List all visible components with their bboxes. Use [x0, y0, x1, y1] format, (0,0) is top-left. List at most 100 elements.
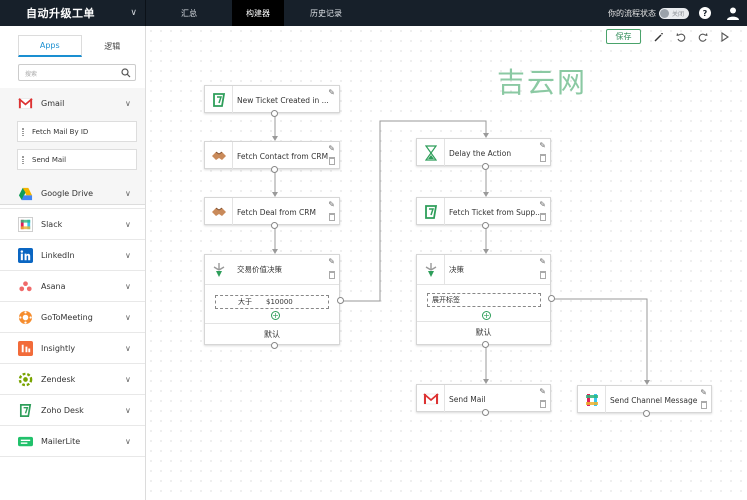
- node-port[interactable]: [271, 166, 278, 173]
- app-name: GoToMeeting: [41, 312, 93, 322]
- edit-icon[interactable]: ✎: [328, 88, 335, 97]
- decision-header: 交易价值决策 ✎: [205, 255, 339, 285]
- delete-icon[interactable]: [540, 213, 546, 221]
- edit-icon[interactable]: ✎: [700, 388, 707, 397]
- flow-node-send-mail[interactable]: Send Mail ✎: [416, 384, 551, 413]
- node-port[interactable]: [548, 295, 555, 302]
- node-port[interactable]: [271, 222, 278, 229]
- condition-row[interactable]: 展开标签: [427, 293, 541, 307]
- edit-icon[interactable]: ✎: [539, 200, 546, 209]
- flow-node-new-ticket[interactable]: New Ticket Created in ... ✎: [204, 85, 340, 114]
- chevron-down-icon: ∨: [125, 405, 131, 415]
- node-label: New Ticket Created in ...: [237, 95, 329, 105]
- tab-builder[interactable]: 构建器: [232, 0, 284, 26]
- magic-wand-icon[interactable]: [649, 29, 669, 44]
- app-row-google-drive[interactable]: Google Drive ∨: [0, 178, 145, 209]
- edit-icon[interactable]: ✎: [328, 144, 335, 153]
- tab-history[interactable]: 历史记录: [310, 8, 342, 18]
- flow-node-send-channel-message[interactable]: Send Channel Message ✎: [577, 385, 712, 414]
- gotomeeting-icon: [18, 310, 33, 325]
- search-input[interactable]: 搜索: [18, 64, 136, 81]
- app-row-zendesk[interactable]: Zendesk ∨: [0, 364, 145, 395]
- delete-icon[interactable]: [329, 213, 335, 221]
- asana-icon: [19, 281, 32, 292]
- app-title-dropdown[interactable]: 自动升级工单 ∨: [0, 0, 146, 26]
- app-name: Zendesk: [41, 374, 76, 384]
- flow-status-toggle[interactable]: 关闭: [659, 8, 689, 19]
- mailerlite-icon: [18, 436, 33, 447]
- condition-value: $10000: [266, 298, 293, 306]
- node-port[interactable]: [482, 222, 489, 229]
- edit-icon[interactable]: ✎: [328, 257, 335, 266]
- node-port[interactable]: [271, 342, 278, 349]
- delete-icon[interactable]: [329, 271, 335, 279]
- delete-icon[interactable]: [540, 271, 546, 279]
- app-row-insightly[interactable]: Insightly ∨: [0, 333, 145, 364]
- decision-header: 决策 ✎: [417, 255, 550, 285]
- flow-node-fetch-ticket[interactable]: Fetch Ticket from Supp... ✎: [416, 197, 551, 226]
- app-row-asana[interactable]: Asana ∨: [0, 271, 145, 302]
- app-name: Zoho Desk: [41, 405, 84, 415]
- play-icon[interactable]: [715, 29, 735, 44]
- tab-apps[interactable]: Apps: [18, 35, 82, 57]
- edit-icon[interactable]: ✎: [539, 141, 546, 150]
- flow-node-fetch-deal[interactable]: Fetch Deal from CRM ✎: [204, 197, 340, 226]
- node-port[interactable]: [482, 163, 489, 170]
- flow-node-fetch-contact[interactable]: Fetch Contact from CRM ✎: [204, 141, 340, 170]
- slack-icon: [578, 386, 606, 414]
- action-fetch-mail-by-id[interactable]: Fetch Mail By ID: [17, 121, 137, 142]
- node-port[interactable]: [482, 341, 489, 348]
- undo-icon[interactable]: [671, 29, 691, 44]
- delete-icon[interactable]: [701, 401, 707, 409]
- chevron-down-icon: ∨: [125, 188, 131, 198]
- edit-icon[interactable]: ✎: [539, 257, 546, 266]
- flow-node-delay[interactable]: Delay the Action ✎: [416, 138, 551, 167]
- flow-node-decision[interactable]: 决策 ✎ 展开标签 + 默认: [416, 254, 551, 345]
- node-label: Fetch Deal from CRM: [237, 207, 316, 217]
- app-row-zoho-desk[interactable]: Zoho Desk ∨: [0, 395, 145, 426]
- add-condition-icon[interactable]: +: [271, 311, 280, 320]
- app-name: Insightly: [41, 343, 76, 353]
- node-port[interactable]: [643, 410, 650, 417]
- save-button[interactable]: 保存: [606, 29, 641, 44]
- user-icon[interactable]: [725, 5, 741, 21]
- help-icon[interactable]: ?: [699, 7, 711, 19]
- condition-row[interactable]: 大于 $10000: [215, 295, 329, 309]
- delete-icon[interactable]: [540, 400, 546, 408]
- chevron-down-icon: ∨: [125, 343, 131, 353]
- decision-icon: [417, 255, 445, 285]
- node-label: Fetch Contact from CRM: [237, 151, 329, 161]
- app-name: MailerLite: [41, 436, 81, 446]
- action-send-mail[interactable]: Send Mail: [17, 149, 137, 170]
- decision-icon: [205, 255, 233, 285]
- node-port[interactable]: [271, 110, 278, 117]
- app-row-mailerlite[interactable]: MailerLite ∨: [0, 426, 145, 457]
- condition-operator: 大于: [238, 298, 252, 306]
- app-row-gmail[interactable]: Gmail ∨: [0, 88, 145, 119]
- app-row-gotomeeting[interactable]: GoToMeeting ∨: [0, 302, 145, 333]
- app-row-linkedin[interactable]: LinkedIn ∨: [0, 240, 145, 271]
- search-icon: [121, 68, 131, 78]
- default-branch: 默认: [205, 323, 339, 345]
- chevron-down-icon: ∨: [125, 374, 131, 384]
- edit-icon[interactable]: ✎: [328, 200, 335, 209]
- add-condition-icon[interactable]: +: [482, 311, 491, 320]
- tab-logic[interactable]: 逻辑: [104, 41, 121, 51]
- gmail-icon: [417, 385, 445, 413]
- hourglass-icon: [417, 139, 445, 167]
- chevron-down-icon: ∨: [125, 99, 131, 108]
- node-port[interactable]: [337, 297, 344, 304]
- tab-summary[interactable]: 汇总: [181, 8, 197, 18]
- app-row-slack[interactable]: Slack ∨: [0, 209, 145, 240]
- flow-node-deal-decision[interactable]: 交易价值决策 ✎ 大于 $10000 + 默认: [204, 254, 340, 345]
- edit-icon[interactable]: ✎: [539, 387, 546, 396]
- node-label: Send Mail: [449, 394, 486, 404]
- delete-icon[interactable]: [329, 157, 335, 165]
- zoho-desk-icon: [205, 86, 233, 114]
- delete-icon[interactable]: [540, 154, 546, 162]
- node-port[interactable]: [482, 409, 489, 416]
- chevron-down-icon: ∨: [130, 8, 137, 18]
- default-branch: 默认: [417, 321, 550, 343]
- redo-icon[interactable]: [693, 29, 713, 44]
